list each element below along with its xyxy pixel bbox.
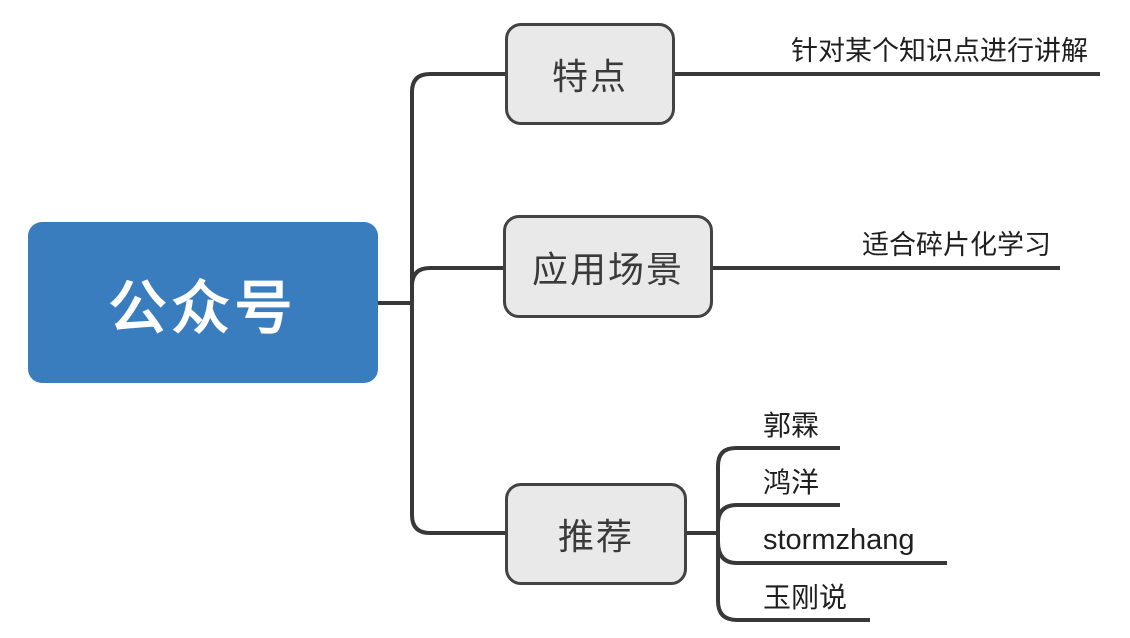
middle-branch-line [410,266,503,304]
main-spine-line [410,72,505,535]
node-branch-recommendations[interactable]: 推荐 [505,483,687,585]
leaf-line-stormzhang [716,541,947,565]
node-root-topic[interactable]: 公众号 [28,222,378,383]
leaf-topic-features-detail[interactable]: 针对某个知识点进行讲解 [791,36,1088,66]
leaf-topic-stormzhang[interactable]: stormzhang [763,524,915,556]
leaf-spine-line [716,446,870,622]
leaf-line-hongyang [716,503,840,525]
leaf-topic-guolin[interactable]: 郭霖 [763,410,820,441]
leaf-topic-use-case-detail[interactable]: 适合碎片化学习 [862,230,1051,260]
leaf-topic-hongyang[interactable]: 鸿洋 [763,467,820,498]
node-branch-use-cases[interactable]: 应用场景 [503,215,713,318]
leaf-topic-yugangshuo[interactable]: 玉刚说 [763,582,848,613]
node-branch-features[interactable]: 特点 [505,23,675,125]
